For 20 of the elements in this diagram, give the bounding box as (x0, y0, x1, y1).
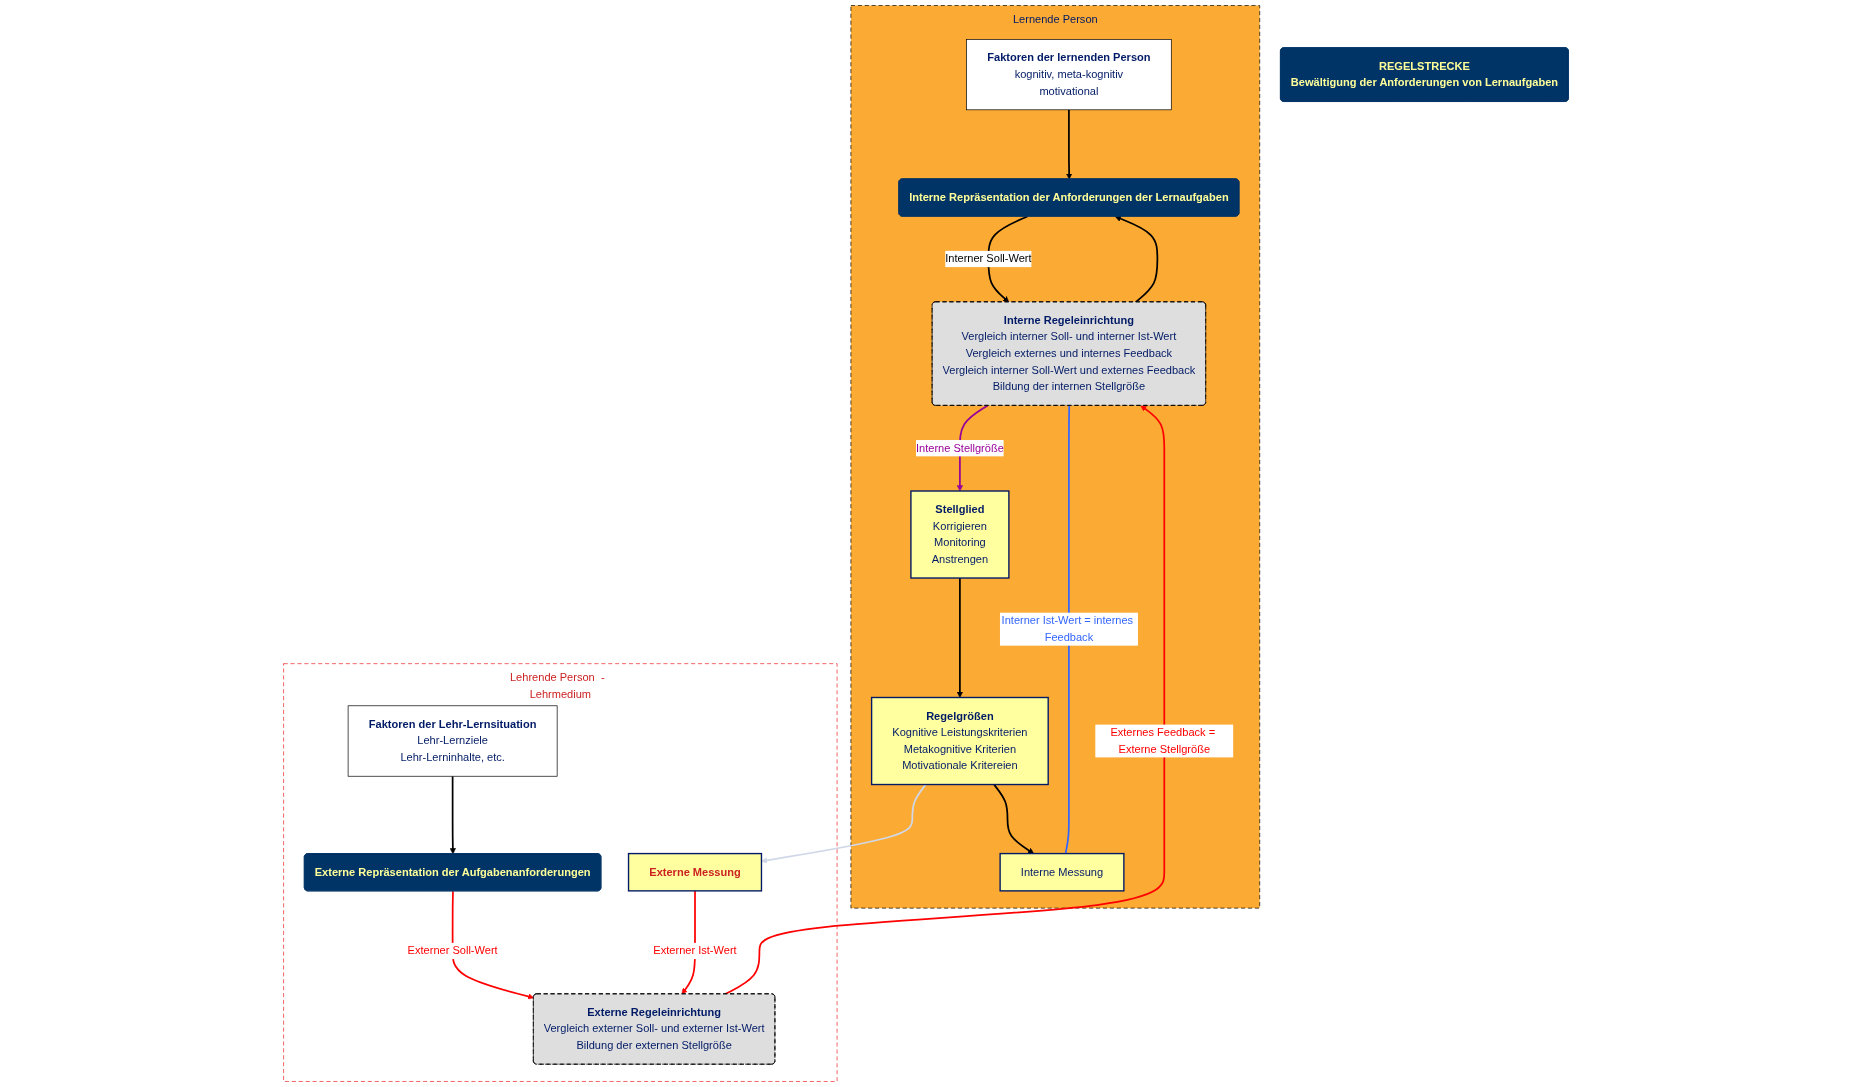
edge-label: Interne Stellgröße (915, 441, 1004, 454)
arrow (1114, 215, 1159, 303)
node-box: Externe Messung (627, 852, 763, 892)
edge-label: Interner Ist-Wert = internes Feedback (1001, 614, 1134, 643)
arrow (449, 775, 456, 855)
edge-label: Externes Feedback = Externe Stellgröße (1110, 726, 1216, 755)
connector (1064, 404, 1071, 855)
arrow (993, 783, 1034, 854)
node-box: Stellglied Korrigieren Monitoring Anstrengen (910, 490, 1010, 579)
edge-label: Externer Soll-Wert (407, 944, 498, 957)
arrow (1066, 108, 1073, 180)
arrow (956, 577, 963, 698)
edge-label: Interner Soll-Wert (945, 252, 1032, 265)
arrow (761, 783, 927, 864)
node-box: Interne Messung (999, 852, 1125, 892)
node-box: Faktoren der Lehr-Lernsituation Lehr-Lernziele Lehr-Lerninhalte, etc. (347, 705, 558, 777)
node-box: Faktoren der lernenden Person kognitiv, meta-kognitiv motivational (966, 39, 1172, 111)
node-box: Regelgrößen Kognitive Leistungskriterien Metakognitive Kriterien Motivationale Kritereien (870, 696, 1049, 786)
arrow (451, 890, 534, 1000)
edge-label: Externer Ist-Wert (653, 944, 737, 957)
